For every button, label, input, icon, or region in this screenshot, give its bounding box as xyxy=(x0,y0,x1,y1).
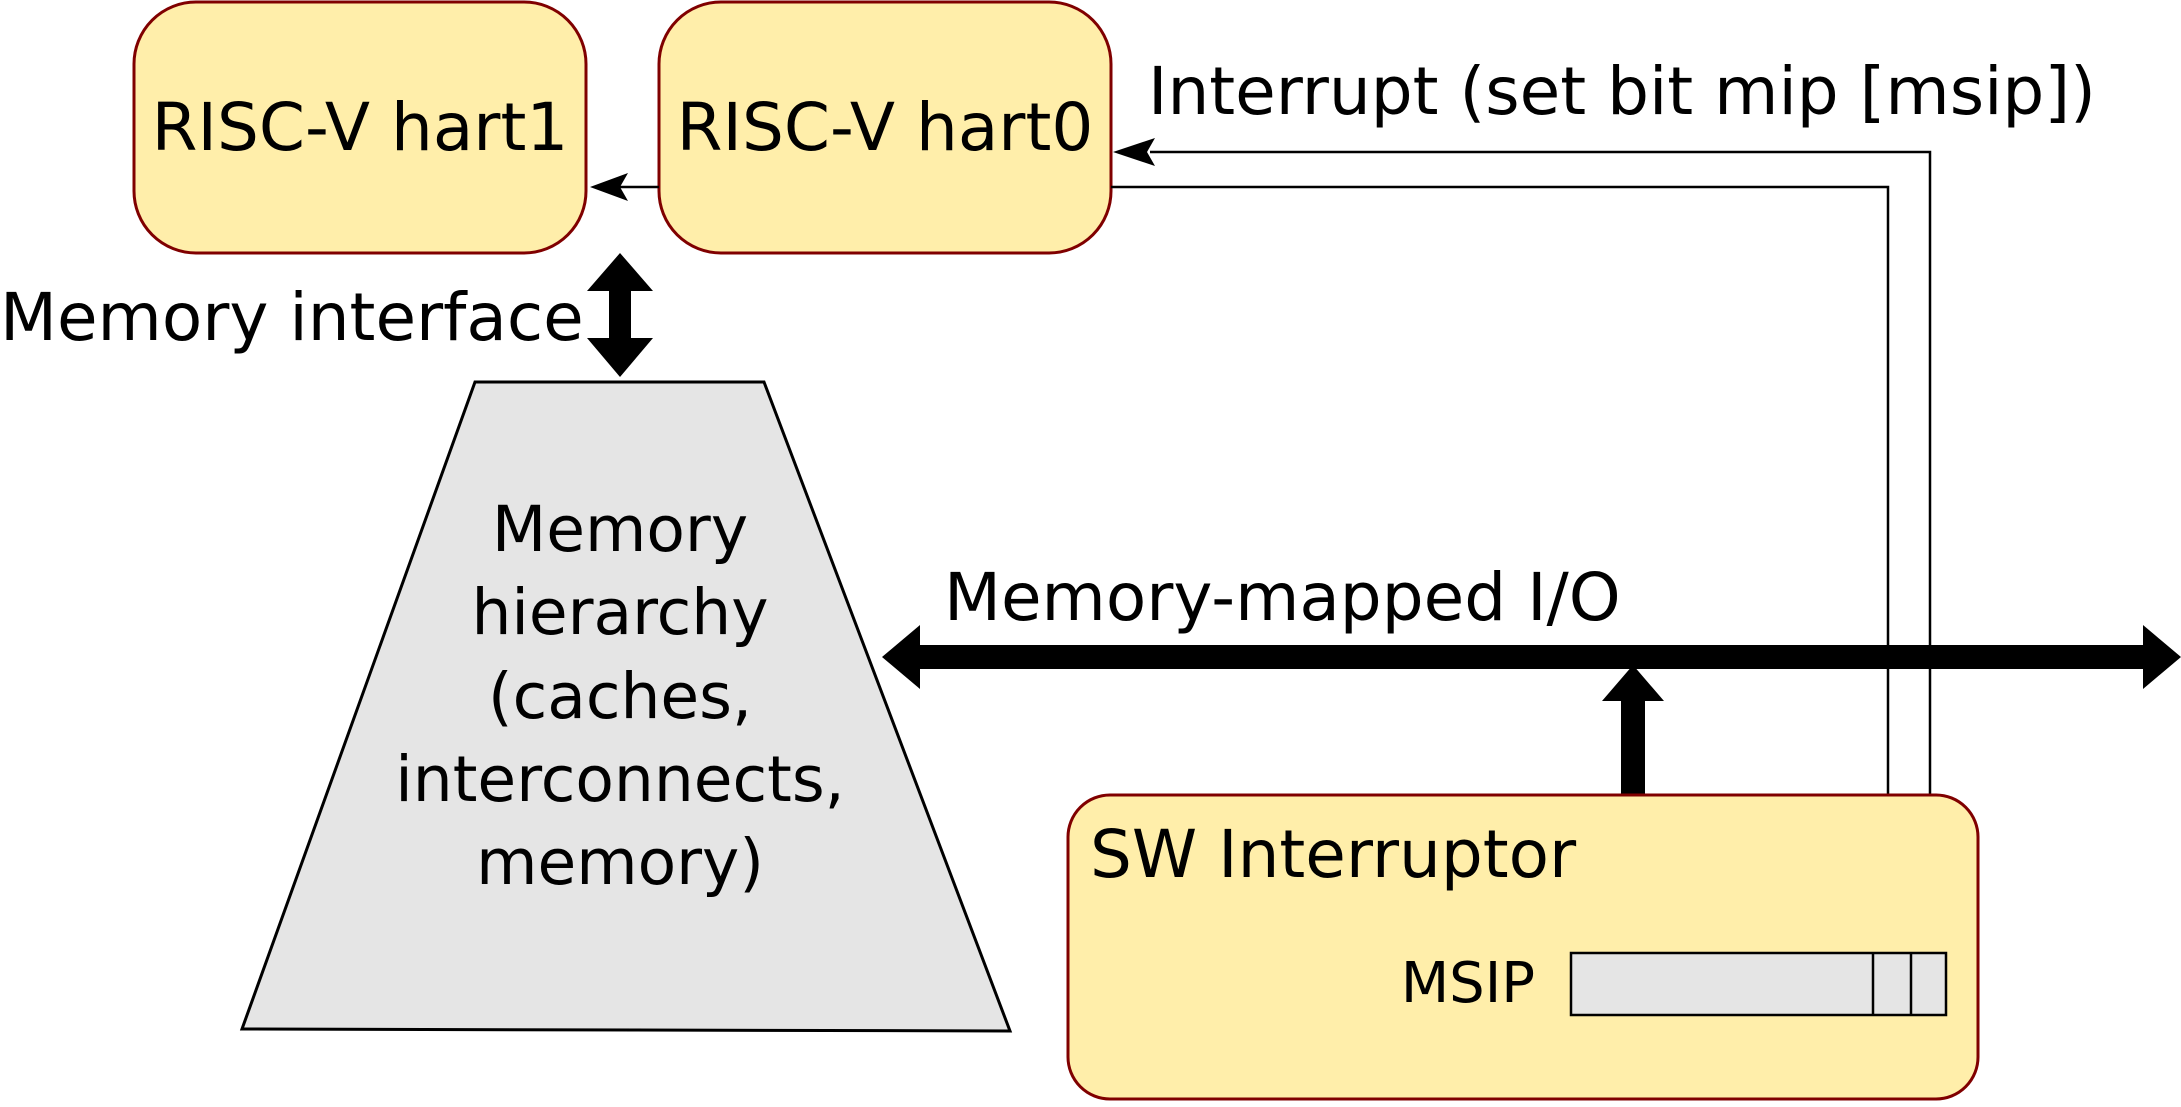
interrupt-label: Interrupt (set bit mip [msip]) xyxy=(1148,53,2096,130)
sw-interruptor-label: SW Interruptor xyxy=(1090,816,1577,893)
memory-hierarchy-line-4: interconnects, xyxy=(395,743,844,816)
interrupt-line-to-hart0 xyxy=(1113,138,1932,951)
memory-interface-arrow xyxy=(587,253,653,377)
hart0-box xyxy=(657,0,1113,255)
memory-hierarchy-line-5: memory) xyxy=(476,826,764,899)
memory-hierarchy-text: Memory hierarchy (caches, interconnects,… xyxy=(395,493,844,899)
mmio-label: Memory-mapped I/O xyxy=(944,559,1621,636)
hart0-label: RISC-V hart0 xyxy=(677,89,1094,166)
msip-line-from-hart0 xyxy=(1111,185,1890,951)
hart1-box xyxy=(132,0,588,255)
msip-label: MSIP xyxy=(1401,951,1535,1016)
hart0-to-hart1-arrow xyxy=(590,173,659,201)
memory-hierarchy-shape xyxy=(239,380,1013,1033)
hart1-label: RISC-V hart1 xyxy=(152,89,569,166)
memory-interface-label: Memory interface xyxy=(0,279,584,356)
memory-hierarchy-line-2: hierarchy xyxy=(471,576,768,649)
sw-interruptor-box xyxy=(1066,793,1980,1101)
msip-register xyxy=(1569,951,1948,1017)
mmio-bus-arrow xyxy=(882,625,2181,689)
memory-hierarchy-line-3: (caches, xyxy=(488,660,752,733)
memory-hierarchy-line-1: Memory xyxy=(492,493,748,566)
